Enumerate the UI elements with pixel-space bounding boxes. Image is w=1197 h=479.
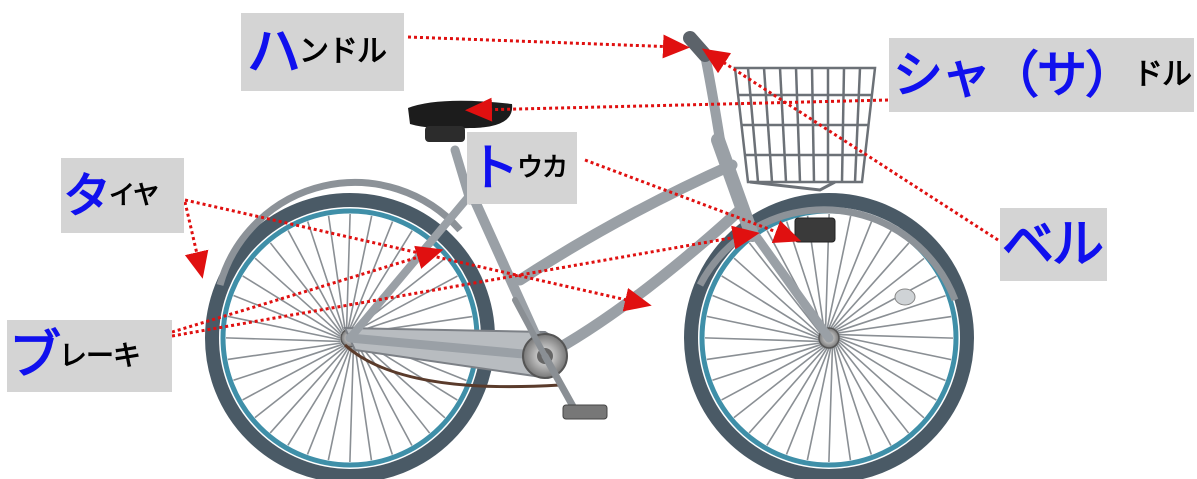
label-bell: ベル xyxy=(1000,208,1107,281)
spoke xyxy=(838,317,951,333)
label-tire-lead: タ xyxy=(63,172,109,220)
label-toka-lead: ト xyxy=(469,143,517,193)
front-basket xyxy=(735,68,875,190)
spoke xyxy=(255,258,341,334)
spoke xyxy=(270,243,341,333)
label-brake: ブレーキ xyxy=(7,320,172,392)
spoke xyxy=(347,214,351,329)
label-tire-rest: イヤ xyxy=(109,183,158,209)
leader-handle xyxy=(408,37,678,47)
dynamo xyxy=(795,218,835,242)
spoke xyxy=(838,341,924,417)
label-toka-rest: ウカ xyxy=(517,155,567,181)
spoke xyxy=(255,347,345,418)
spoke xyxy=(705,338,820,342)
spoke xyxy=(749,347,825,433)
leader-saddle xyxy=(477,100,888,110)
spoke xyxy=(707,343,820,359)
spoke xyxy=(767,348,827,445)
leader-tire-2 xyxy=(185,202,200,267)
label-saddle-rest: ドル xyxy=(1133,60,1191,90)
reflector xyxy=(895,289,915,305)
spoke xyxy=(243,276,340,336)
label-handle-rest: ンドル xyxy=(299,37,386,67)
label-handle-lead: ハ xyxy=(247,25,299,79)
spoke xyxy=(350,347,354,462)
label-brake-lead: ブ xyxy=(9,330,59,382)
spoke xyxy=(838,343,909,433)
spoke xyxy=(839,338,945,381)
label-handle: ハンドル xyxy=(241,13,404,91)
spoke xyxy=(226,338,341,342)
spoke xyxy=(838,335,953,339)
spoke xyxy=(832,243,908,329)
label-toka: トウカ xyxy=(467,132,577,204)
spoke xyxy=(228,343,341,359)
label-saddle: シャ（サ）ドル xyxy=(889,38,1194,112)
spoke xyxy=(829,347,833,462)
spoke xyxy=(831,231,891,328)
label-saddle-lead: シャ（サ） xyxy=(893,50,1133,100)
spoke xyxy=(288,348,348,445)
spoke xyxy=(834,347,850,460)
spoke xyxy=(329,216,345,329)
spoke xyxy=(786,348,829,454)
label-tire: タイヤ xyxy=(61,158,184,233)
spoke xyxy=(839,340,936,400)
spoke xyxy=(307,348,350,454)
spoke xyxy=(734,347,824,418)
spoke xyxy=(749,243,820,333)
spoke xyxy=(270,347,346,433)
label-bell-lead: ベル xyxy=(1002,219,1102,271)
spoke xyxy=(355,347,371,460)
label-brake-rest: レーキ xyxy=(59,342,140,370)
handlebar xyxy=(690,38,720,140)
